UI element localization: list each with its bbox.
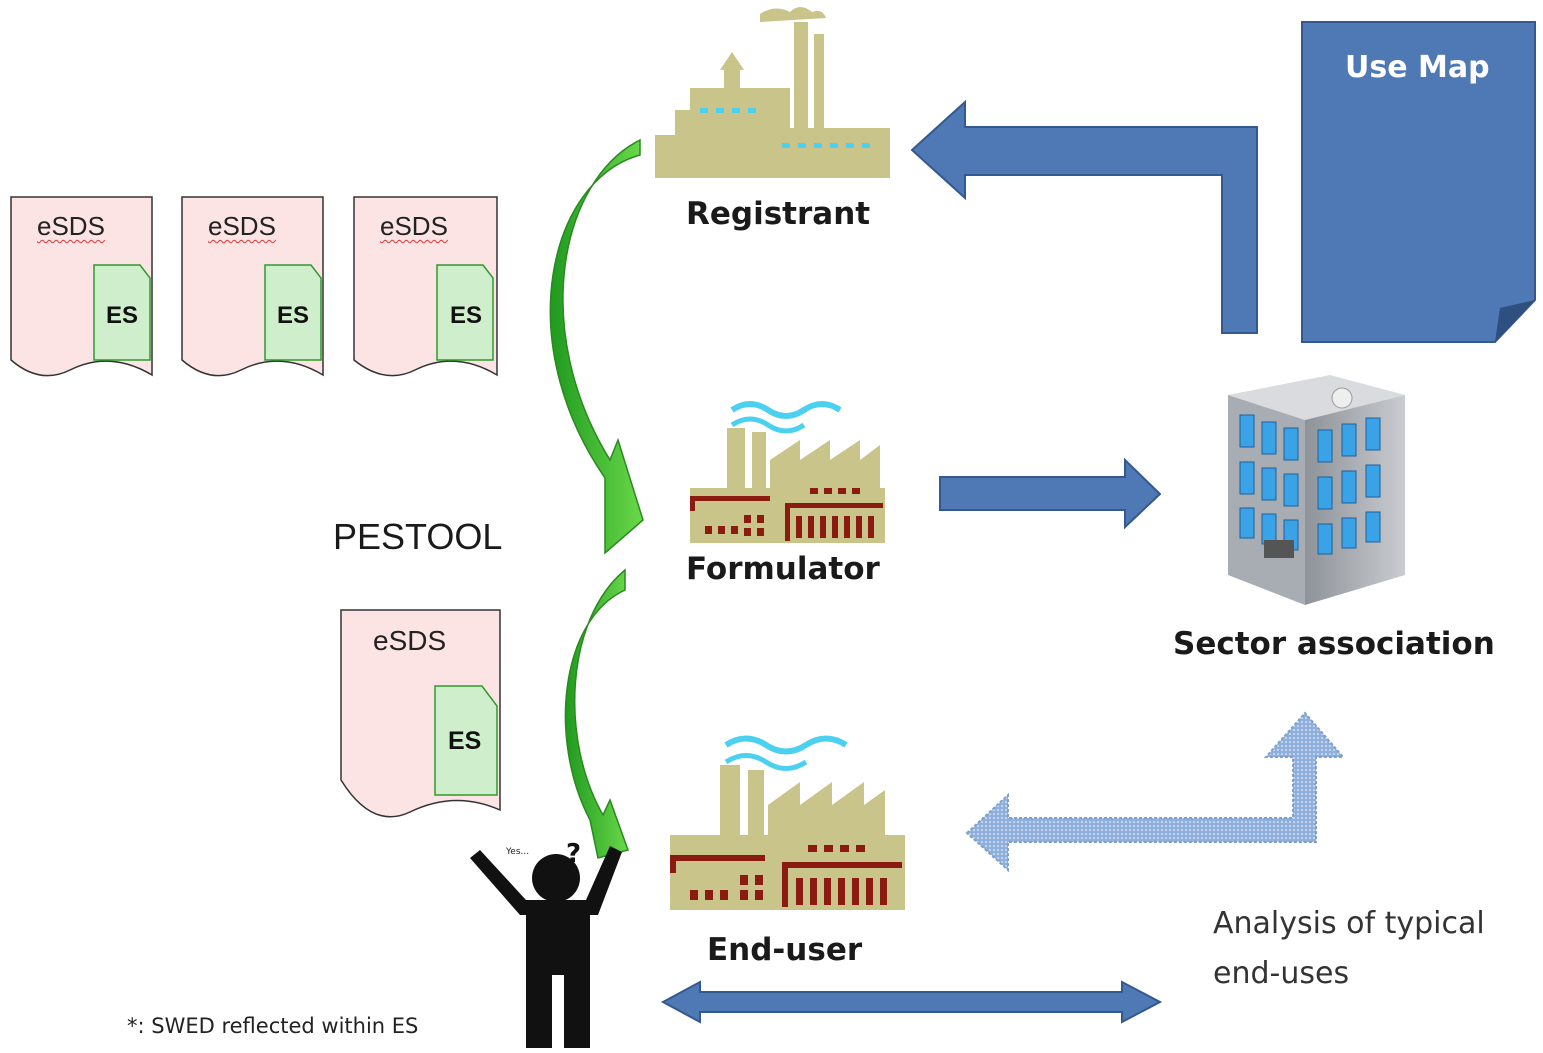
question-mark-icon: ?: [566, 839, 581, 869]
esds-title-1: eSDS: [37, 211, 105, 241]
end-user-factory-icon: [670, 735, 905, 910]
end-user-double-arrow: [660, 980, 1163, 1024]
es-badge-4: ES: [448, 727, 482, 755]
es-badge-1: ES: [106, 302, 139, 329]
pestool-label: PESTOOL: [333, 516, 503, 557]
esds-document-shape-1: [10, 196, 153, 377]
es-badge-2: ES: [277, 302, 310, 329]
esds-title-3: eSDS: [380, 211, 448, 241]
esds-title-2: eSDS: [208, 211, 276, 241]
sector-association-label: Sector association: [1173, 626, 1495, 662]
person-speech-text: Yes...: [505, 847, 529, 857]
analysis-label-line2: end-uses: [1213, 956, 1350, 991]
registrant-label: Registrant: [686, 196, 871, 232]
formulator-label: Formulator: [686, 551, 880, 587]
use-map-document: [1301, 21, 1536, 343]
sector-association-building-icon: [1228, 375, 1405, 605]
esds-document-shape-4: [340, 609, 501, 818]
formulator-factory-icon: [690, 401, 885, 543]
footnote: *: SWED reflected within ES: [127, 1014, 419, 1038]
formulator-to-end-user-arrow: [564, 568, 629, 859]
confused-person-icon: Yes... ?: [470, 839, 622, 1048]
esds-title-4: eSDS: [373, 625, 447, 656]
use-map-to-registrant-arrow: [910, 99, 1258, 334]
analysis-label-line1: Analysis of typical: [1213, 906, 1485, 941]
registrant-factory-icon: [655, 7, 890, 178]
formulator-to-sector-arrow: [939, 457, 1162, 530]
use-map-label: Use Map: [1345, 50, 1490, 85]
esds-document-shape-3: [353, 196, 498, 377]
end-user-label: End-user: [707, 932, 863, 968]
registrant-to-formulator-arrow: [549, 138, 644, 555]
es-badge-3: ES: [450, 302, 483, 329]
esds-document-shape-2: [181, 196, 324, 377]
analysis-feedback-arrow: [965, 711, 1346, 873]
